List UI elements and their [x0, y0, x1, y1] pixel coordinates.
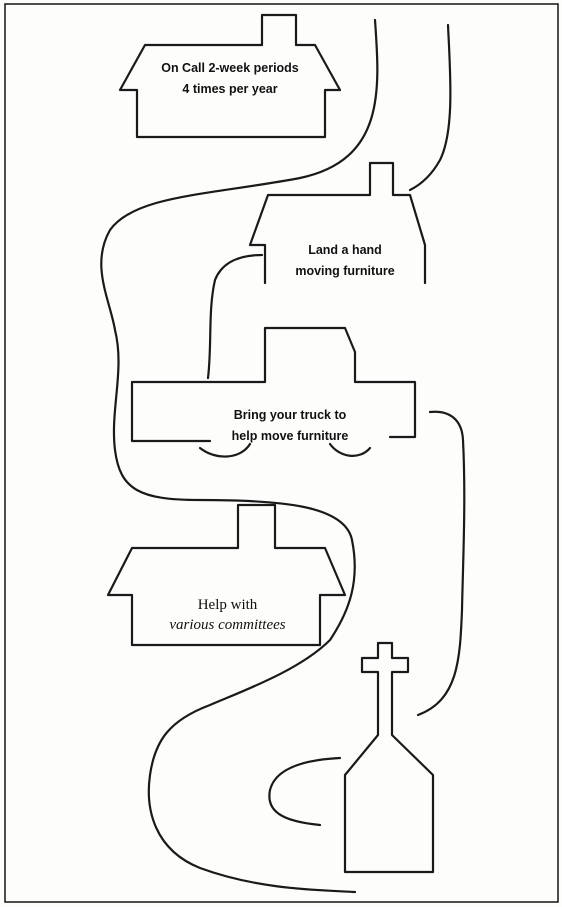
house-on-call-shape	[118, 13, 342, 139]
page-frame	[4, 3, 559, 903]
house-land-a-hand-shape	[248, 161, 427, 285]
house-committees-line-2: various committees	[169, 617, 286, 633]
house-on-call-line-1: On Call 2-week periods	[161, 61, 299, 75]
path-left-edge	[100, 18, 379, 894]
house-on-call-line-2: 4 times per year	[182, 82, 278, 96]
path-right-edge	[408, 23, 452, 192]
house-land-a-hand-label: Land a hand moving furniture	[270, 240, 420, 282]
path-inner-curve	[268, 756, 342, 827]
church-icon	[343, 641, 435, 874]
path-right-connector	[206, 253, 264, 380]
truck-label: Bring your truck to help move furniture	[200, 405, 380, 447]
truck-wheel-left	[198, 442, 252, 458]
truck-shape	[130, 326, 417, 443]
truck-line-1: Bring your truck to	[233, 408, 347, 422]
house-committees-label: Help with various committees	[140, 595, 315, 635]
path-right-edge-lower	[416, 410, 466, 717]
truck-line-2: help move furniture	[231, 429, 349, 443]
house-committees-line-1: Help with	[197, 597, 258, 613]
house-land-a-hand-line-1: Land a hand	[308, 243, 382, 257]
house-committees-shape	[106, 503, 347, 647]
house-land-a-hand-line-2: moving furniture	[295, 264, 395, 278]
truck-wheel-right	[328, 442, 372, 457]
house-on-call-label: On Call 2-week periods 4 times per year	[140, 58, 320, 100]
